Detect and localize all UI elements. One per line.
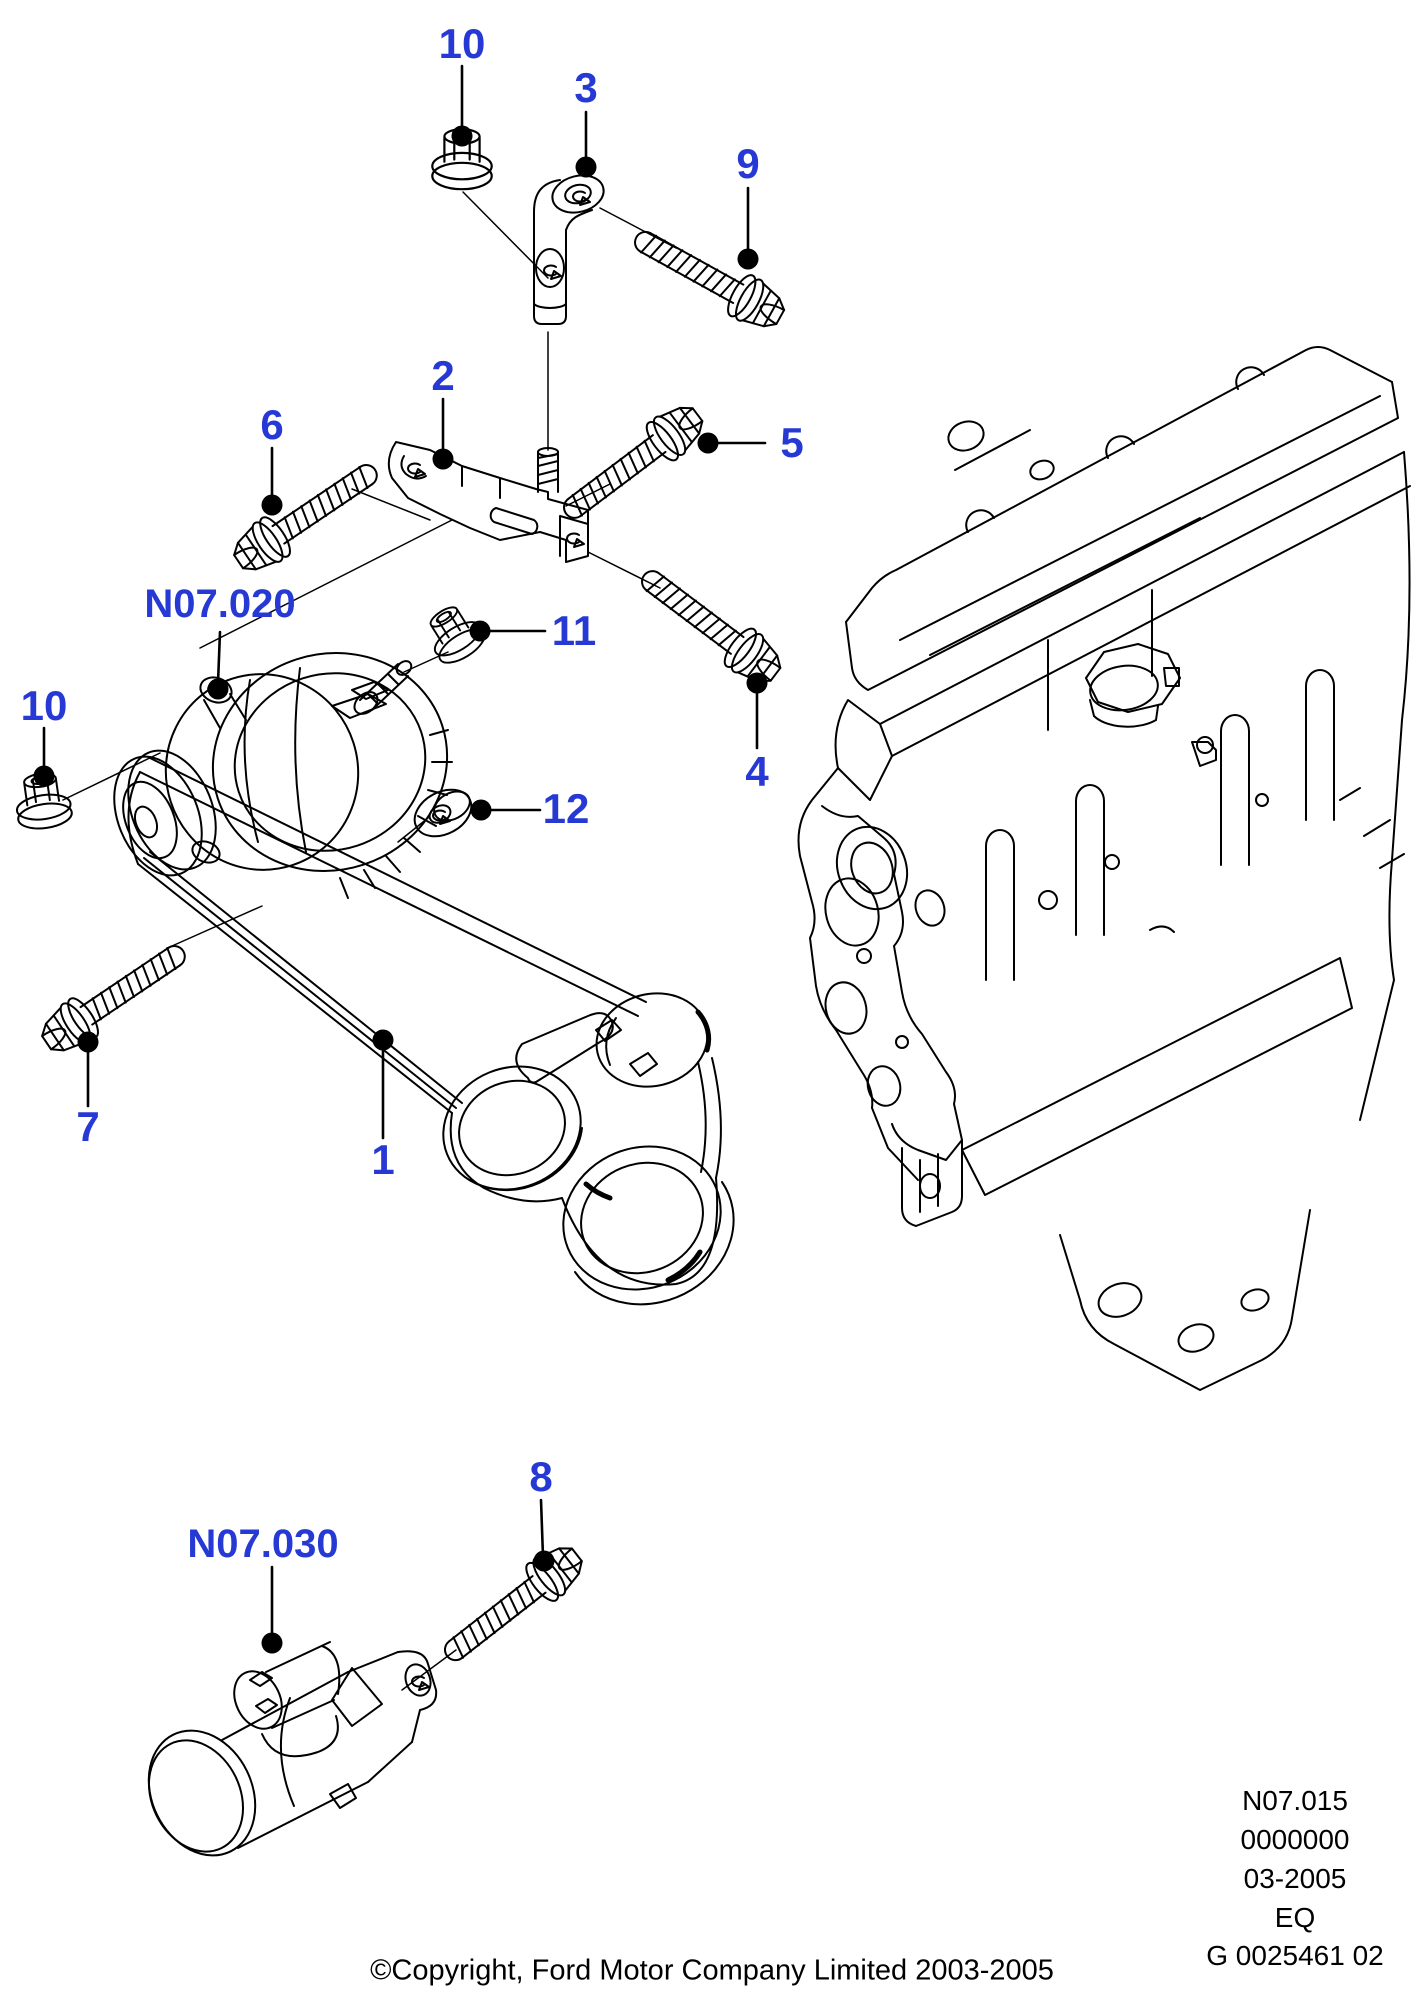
alternator-drawing — [113, 652, 453, 899]
callout-10-top[interactable]: 10 — [438, 20, 486, 67]
callout-5[interactable]: 5 — [780, 419, 804, 466]
callout-6[interactable]: 6 — [260, 401, 284, 448]
info-drawing-number: G 0025461 02 — [1206, 1940, 1384, 1971]
callout-leader-lines — [42, 64, 767, 1639]
info-date: 03-2005 — [1243, 1863, 1347, 1894]
callout-2[interactable]: 2 — [431, 352, 455, 399]
bolt-6-drawing — [224, 449, 389, 582]
info-catalogue-code: 0000000 — [1240, 1824, 1350, 1855]
callout-7[interactable]: 7 — [76, 1103, 100, 1150]
section-ref-starter[interactable]: N07.030 — [187, 1522, 339, 1566]
drive-belt-drawing — [127, 757, 735, 1306]
copyright-notice: ©Copyright, Ford Motor Company Limited 2… — [370, 1954, 1054, 1987]
bolt-4-drawing — [629, 555, 791, 694]
callout-9[interactable]: 9 — [736, 140, 760, 187]
link-bracket-3-drawing — [533, 174, 605, 325]
callout-8[interactable]: 8 — [529, 1453, 553, 1500]
bolt-5-drawing — [551, 395, 713, 534]
callout-3[interactable]: 3 — [574, 64, 598, 111]
assembly-lines — [62, 191, 677, 1691]
callout-leader-dots — [33, 125, 768, 1654]
info-section-code: N07.015 — [1242, 1785, 1348, 1816]
bolt-8-drawing — [432, 1535, 593, 1676]
flange-nut-12-drawing — [413, 788, 473, 838]
callout-4[interactable]: 4 — [745, 748, 769, 795]
starter-motor-drawing — [147, 1641, 438, 1857]
bolt-7-drawing — [32, 930, 197, 1063]
info-market-code: EQ — [1274, 1902, 1316, 1933]
callout-11[interactable]: 11 — [551, 607, 597, 654]
bracket-2-drawing — [387, 441, 589, 563]
engine-block-drawing — [797, 346, 1411, 1391]
callout-1[interactable]: 1 — [371, 1136, 395, 1183]
section-ref-alternator[interactable]: N07.020 — [144, 582, 296, 626]
callout-10-left[interactable]: 10 — [20, 682, 68, 729]
callout-12[interactable]: 12 — [542, 785, 590, 832]
